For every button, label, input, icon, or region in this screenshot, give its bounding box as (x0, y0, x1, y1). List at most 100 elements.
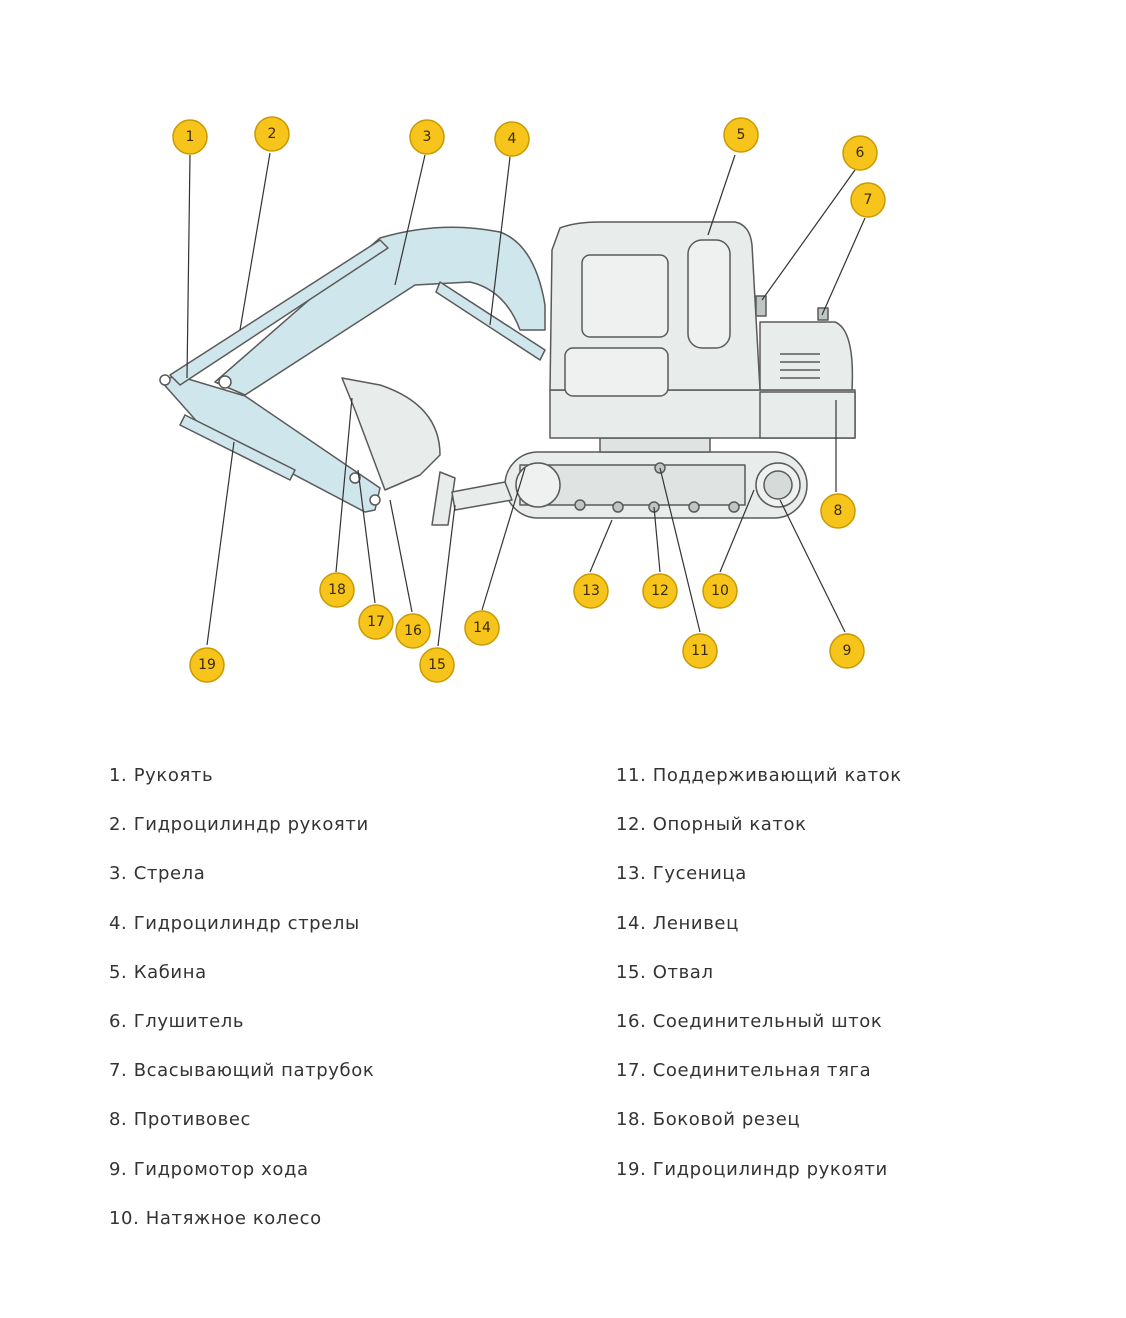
callout-circle (254, 116, 290, 152)
callout-circle (319, 572, 355, 608)
cab-door-window (581, 254, 669, 338)
leader-1 (186, 154, 191, 379)
idler-wheel (515, 462, 561, 508)
legend-item: 9. Гидромотор хода (109, 1158, 309, 1180)
counterweight (759, 391, 856, 439)
callout-label: 14 (473, 620, 491, 636)
travel-motor (763, 470, 793, 500)
callout-circle (189, 647, 225, 683)
leader-19 (206, 441, 235, 646)
leader-13 (589, 519, 613, 573)
dozer-blade (431, 471, 456, 526)
leader-12 (653, 506, 661, 573)
callout-label: 19 (198, 657, 216, 673)
callout-circle (850, 182, 886, 218)
callout-badge-16: 16 (395, 613, 431, 649)
leader-3 (394, 154, 426, 286)
callout-badge-10: 10 (702, 573, 738, 609)
legend-item: 1. Рукоять (109, 765, 214, 786)
leader-14 (481, 467, 526, 611)
legend-item: 6. Глушитель (109, 1010, 245, 1032)
legend-item: 8. Противовес (109, 1109, 252, 1131)
callout-badge-19: 19 (189, 647, 225, 683)
engine-grille (780, 353, 820, 379)
leader-17 (357, 469, 376, 604)
legend-right-column: 11. Поддерживающий каток 12. Опорный кат… (616, 765, 1096, 1208)
callout-label: 10 (711, 583, 729, 599)
leader-18 (335, 397, 353, 573)
callout-label: 18 (328, 582, 346, 598)
dipper-arm (159, 375, 381, 513)
callout-label: 8 (834, 503, 843, 519)
callout-label: 5 (737, 127, 746, 143)
callout-circle (829, 633, 865, 669)
legend-item: 5. Кабина (109, 961, 207, 983)
callout-circle (409, 119, 445, 155)
callout-circle (842, 135, 878, 171)
callout-badge-17: 17 (358, 604, 394, 640)
leader-11 (659, 467, 701, 633)
leader-15 (437, 504, 456, 647)
callout-label: 1 (186, 129, 195, 145)
callout-badge-8: 8 (820, 493, 856, 529)
callout-circle (723, 117, 759, 153)
arm-cylinder (169, 239, 389, 386)
callout-circle (358, 604, 394, 640)
legend-left-column: 1. Рукоять 2. Гидроцилиндр рукояти 3. Ст… (109, 765, 589, 1257)
excavator-illustration (159, 221, 856, 526)
legend-item: 18. Боковой резец (616, 1109, 801, 1131)
callout-badge-7: 7 (850, 182, 886, 218)
callout-circle (395, 613, 431, 649)
leader-6 (761, 169, 856, 301)
leader-4 (489, 156, 511, 326)
legend-item: 13. Гусеница (616, 863, 747, 885)
callout-circle (494, 121, 530, 157)
leader-16 (389, 499, 413, 613)
callout-circle (573, 573, 609, 609)
callout-label: 13 (582, 583, 600, 599)
callout-label: 2 (268, 126, 277, 142)
callout-label: 7 (864, 192, 873, 208)
callout-circle (419, 647, 455, 683)
legend-item: 11. Поддерживающий каток (616, 765, 902, 786)
legend-item: 14. Ленивец (616, 912, 739, 934)
legend-item: 7. Всасывающий патрубок (109, 1060, 375, 1082)
callout-badge-5: 5 (723, 117, 759, 153)
callout-label: 16 (404, 623, 422, 639)
legend-item: 3. Стрела (109, 863, 206, 885)
leader-10 (719, 489, 755, 573)
callout-badge-15: 15 (419, 647, 455, 683)
leader-lines (186, 152, 866, 647)
leader-9 (779, 499, 846, 633)
callout-circle (702, 573, 738, 609)
boom (214, 226, 546, 396)
callout-label: 12 (651, 583, 669, 599)
callout-badge-4: 4 (494, 121, 530, 157)
callout-badge-6: 6 (842, 135, 878, 171)
callout-label: 4 (508, 131, 517, 147)
callout-circle (642, 573, 678, 609)
callout-label: 3 (423, 129, 432, 145)
callout-circle (820, 493, 856, 529)
callout-label: 17 (367, 614, 385, 630)
callout-label: 15 (428, 657, 446, 673)
callout-badge-18: 18 (319, 572, 355, 608)
callout-badge-9: 9 (829, 633, 865, 669)
callout-circle (682, 633, 718, 669)
cab-lower-window (564, 347, 669, 397)
callout-label: 6 (856, 145, 865, 161)
callout-label: 9 (843, 643, 852, 659)
leader-2 (239, 152, 271, 331)
legend-item: 2. Гидроцилиндр рукояти (109, 814, 369, 836)
callout-circle (464, 610, 500, 646)
legend-item: 15. Отвал (616, 961, 714, 983)
legend-item: 16. Соединительный шток (616, 1010, 883, 1032)
legend-item: 19. Гидроцилиндр рукояти (616, 1158, 888, 1180)
callout-label: 11 (691, 643, 709, 659)
legend-item: 17. Соединительная тяга (616, 1060, 872, 1082)
callout-badge-2: 2 (254, 116, 290, 152)
cab-side-window (687, 239, 731, 349)
callout-badge-1: 1 (172, 119, 208, 155)
leader-7 (821, 217, 866, 316)
